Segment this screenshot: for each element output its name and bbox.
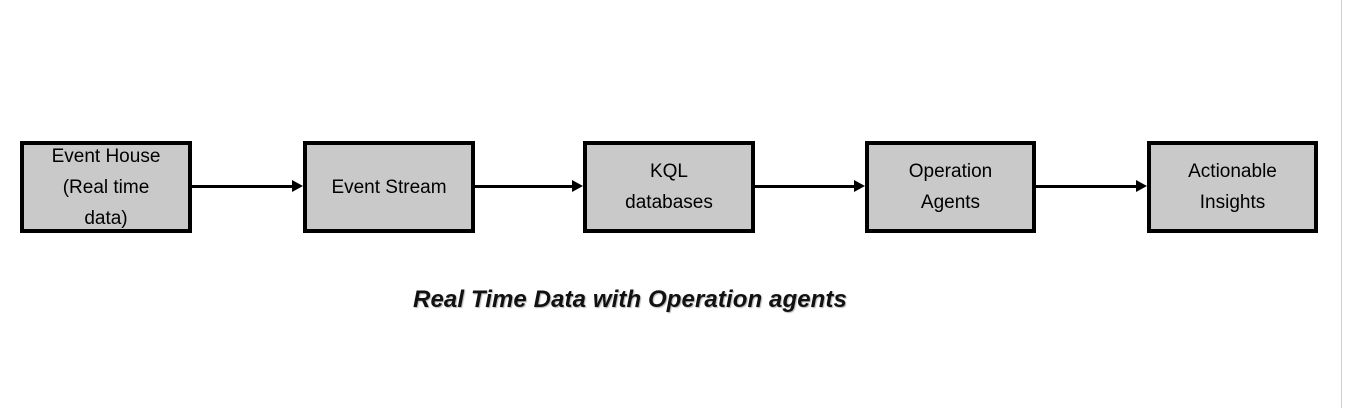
arrow-shaft: [192, 185, 293, 188]
arrow-operation-agents-to-actionable-insights: [1036, 180, 1147, 192]
node-operation-agents-label: Operation Agents: [908, 161, 993, 213]
arrow-head-icon: [292, 180, 303, 192]
page-edge-rule: [1341, 0, 1342, 408]
node-event-stream[interactable]: Event Stream: [303, 141, 475, 233]
diagram-caption: Real Time Data with Operation agents: [413, 286, 847, 313]
node-kql-databases-label: KQL databases: [625, 161, 713, 213]
arrow-head-icon: [854, 180, 865, 192]
node-event-stream-label: Event Stream: [331, 176, 447, 198]
arrow-shaft: [1036, 185, 1137, 188]
arrow-event-stream-to-kql-databases: [475, 180, 583, 192]
node-kql-databases[interactable]: KQL databases: [583, 141, 755, 233]
arrow-shaft: [755, 185, 855, 188]
node-operation-agents[interactable]: Operation Agents: [865, 141, 1036, 233]
node-event-house-label: Event House (Real time data): [51, 145, 161, 229]
node-actionable-insights[interactable]: Actionable Insights: [1147, 141, 1318, 233]
arrow-shaft: [475, 185, 573, 188]
arrow-event-house-to-event-stream: [192, 180, 303, 192]
node-event-house[interactable]: Event House (Real time data): [20, 141, 192, 233]
arrow-head-icon: [1136, 180, 1147, 192]
arrow-kql-databases-to-operation-agents: [755, 180, 865, 192]
arrow-head-icon: [572, 180, 583, 192]
node-actionable-insights-label: Actionable Insights: [1188, 161, 1277, 213]
flow-row: Event House (Real time data) Event Strea…: [0, 141, 1345, 233]
